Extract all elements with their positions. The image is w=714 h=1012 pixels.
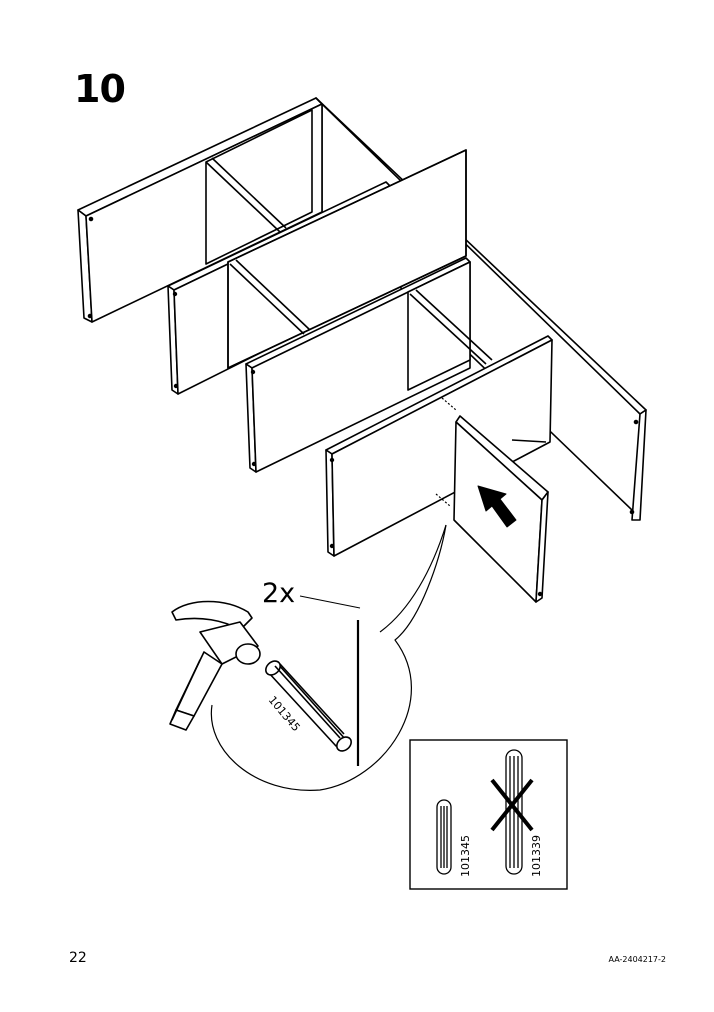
dowel-comparison-box bbox=[409, 739, 568, 890]
quantity-label: 2x bbox=[262, 578, 296, 609]
page-number: 22 bbox=[69, 950, 87, 966]
divider-1 bbox=[205, 109, 313, 265]
wrong-dowel-icon bbox=[505, 749, 523, 875]
step-number: 10 bbox=[74, 67, 126, 111]
dowel-icon bbox=[265, 660, 352, 752]
hammer-icon bbox=[169, 600, 261, 731]
cross-icon bbox=[490, 778, 534, 832]
push-arrow-icon bbox=[477, 485, 517, 528]
wrong-dowel-code: 101339 bbox=[530, 835, 543, 877]
divider-2 bbox=[227, 149, 467, 369]
divider-3 bbox=[407, 261, 493, 391]
correct-dowel-code: 101345 bbox=[459, 835, 472, 877]
correct-dowel-icon bbox=[436, 799, 452, 875]
shelf-panel-3 bbox=[325, 335, 553, 557]
detail-callout-bubble bbox=[210, 524, 447, 791]
document-code: AA-2404217-2 bbox=[608, 955, 666, 964]
